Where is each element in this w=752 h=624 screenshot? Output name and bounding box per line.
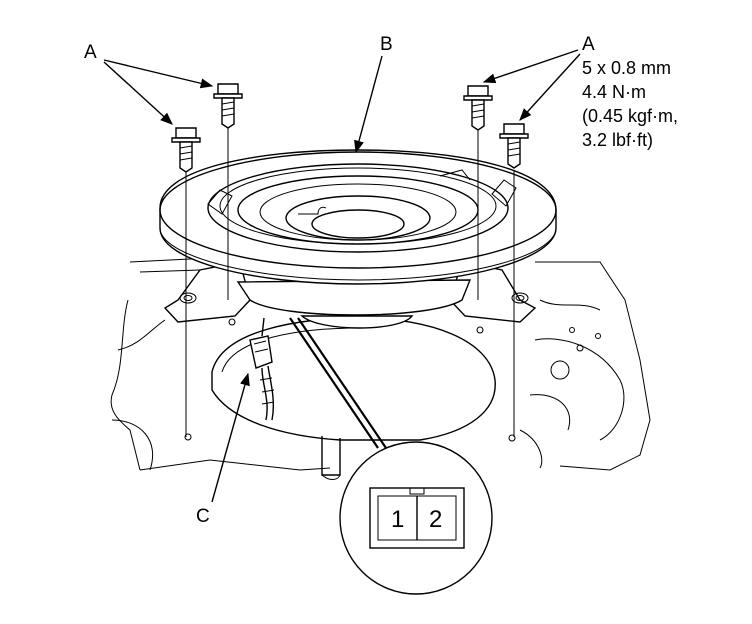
connector-pin-1: 1 [391,506,404,533]
label-b: B [380,34,393,55]
bolt-right-front [499,123,529,437]
torque-spec-line-4: 3.2 lbf·ft) [582,130,653,150]
label-a-right: A [582,34,595,55]
torque-spec-line-3: (0.45 kgf·m, [582,106,678,126]
label-a-left: A [84,42,97,63]
connector-pin-2: 2 [429,506,442,533]
label-c: C [196,506,210,527]
mounting-panel [110,257,651,471]
speaker-opening [211,317,496,480]
speaker [159,149,557,329]
bolt-left-rear [213,83,243,300]
connector-face-callout [289,317,493,595]
leader-lines [103,49,581,503]
torque-spec-line-2: 4.4 N·m [582,82,646,102]
bolt-left-front [171,127,201,437]
connector-c [249,317,275,421]
bolt-right-rear [463,85,493,300]
torque-spec-line-1: 5 x 0.8 mm [582,58,671,78]
